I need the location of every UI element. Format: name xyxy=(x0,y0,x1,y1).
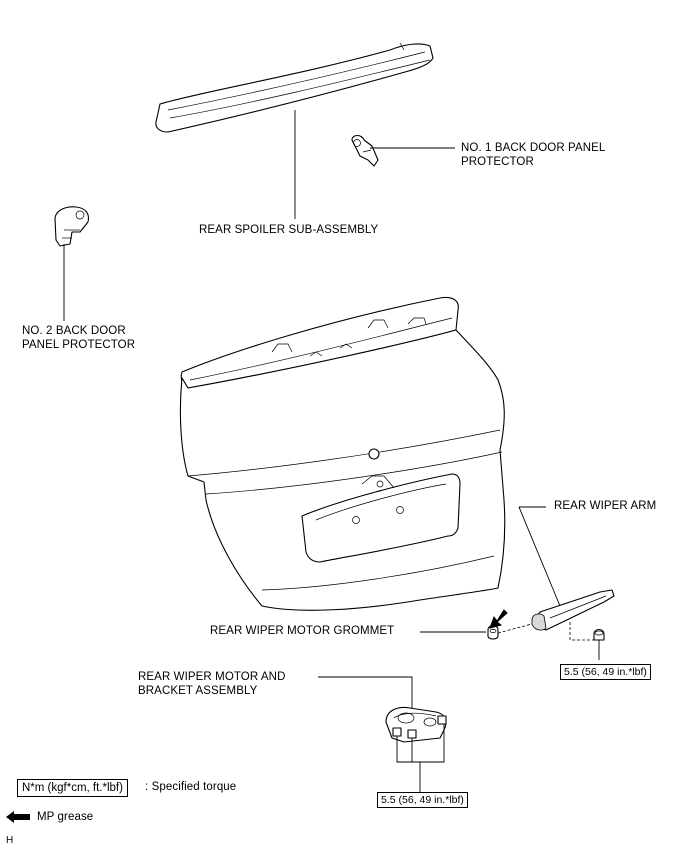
no2-protector-drawing xyxy=(54,206,90,247)
torque-box-motor-bolts: 5.5 (56, 49 in.*lbf) xyxy=(377,792,468,808)
legend-torque-unit-box: N*m (kgf*cm, ft.*lbf) xyxy=(17,779,128,797)
rear-spoiler-drawing xyxy=(155,42,434,133)
torque-box-wiper-arm: 5.5 (56, 49 in.*lbf) xyxy=(560,664,651,680)
footer-code: H xyxy=(6,835,14,846)
wiper-motor-drawing xyxy=(385,706,447,743)
wiper-nut-guide xyxy=(569,622,594,641)
label-no2-protector: NO. 2 BACK DOOR PANEL PROTECTOR xyxy=(22,325,136,351)
leader-wiper-motor xyxy=(318,676,413,708)
no1-protector-drawing xyxy=(351,134,379,167)
label-rear-wiper-motor-bracket: REAR WIPER MOTOR AND BRACKET ASSEMBLY xyxy=(138,671,286,697)
label-rear-spoiler: REAR SPOILER SUB-ASSEMBLY xyxy=(199,224,379,236)
back-door-drawing xyxy=(179,296,506,611)
legend-torque-desc: : Specified torque xyxy=(145,781,237,793)
rear-wiper-arm-drawing xyxy=(531,589,615,631)
label-rear-wiper-arm: REAR WIPER ARM xyxy=(554,500,657,512)
grease-arrow-icon xyxy=(489,609,508,629)
wiper-nut-drawing xyxy=(593,628,605,641)
legend-grease-arrow-icon xyxy=(6,811,30,823)
grommet-guide xyxy=(497,623,533,634)
leader-motor-bolts xyxy=(396,724,445,763)
label-rear-wiper-motor-grommet: REAR WIPER MOTOR GROMMET xyxy=(210,625,395,637)
legend-grease-desc: MP grease xyxy=(37,811,94,823)
leader-wiper-arm xyxy=(518,506,561,607)
label-no1-protector: NO. 1 BACK DOOR PANEL PROTECTOR xyxy=(461,142,606,168)
